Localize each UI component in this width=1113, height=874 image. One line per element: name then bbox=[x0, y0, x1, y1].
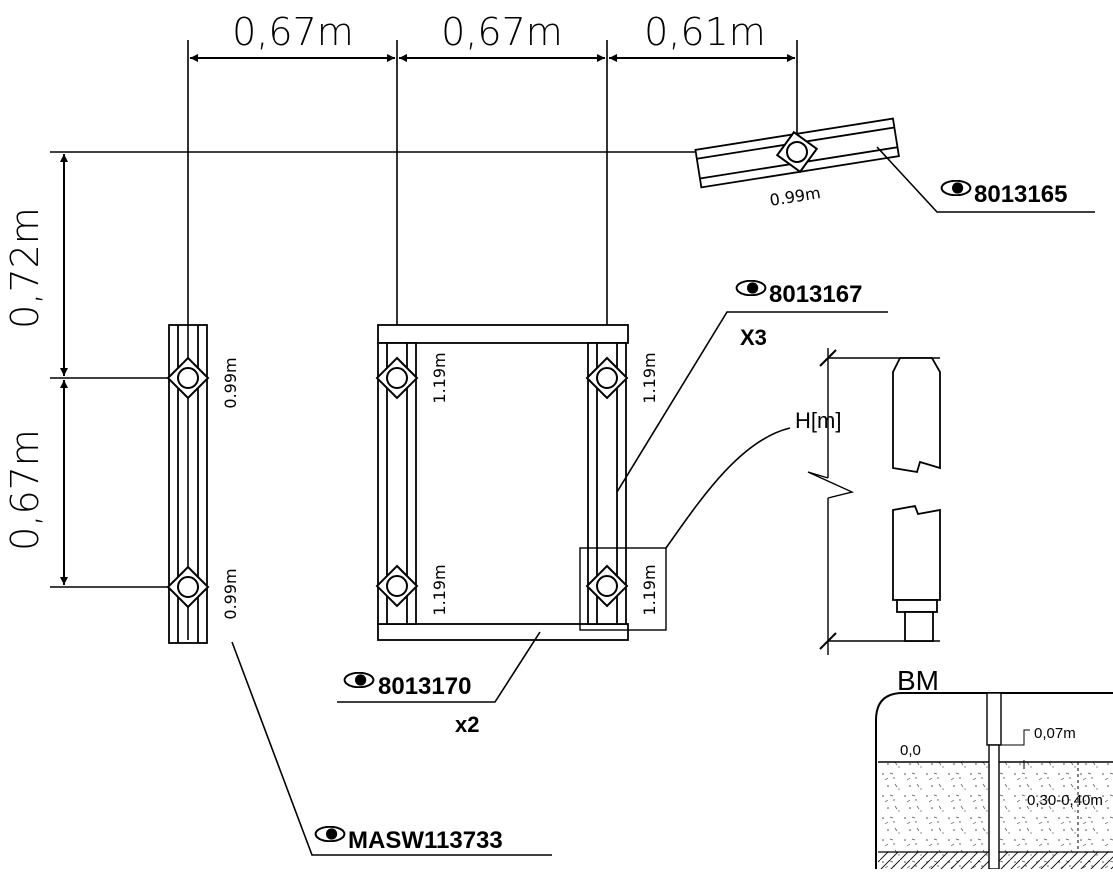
part-ref-left: MASW113733 bbox=[348, 827, 503, 854]
dimension-top-3: 0,61m bbox=[644, 10, 766, 54]
bm-level: 0,0 bbox=[900, 742, 921, 759]
dimension-left-1: 0,72m bbox=[3, 207, 47, 329]
height-label: H[m] bbox=[795, 408, 841, 433]
dimension-top-1: 0,67m bbox=[232, 10, 354, 54]
middle-posts bbox=[375, 356, 629, 608]
part-ref-bottom: 8013170 bbox=[378, 673, 471, 700]
bm-title: BM bbox=[897, 665, 939, 696]
dimension-top-2: 0,67m bbox=[441, 10, 563, 54]
post-label-left-top: 0.99m bbox=[221, 357, 240, 408]
part-qty-bottom: x2 bbox=[455, 712, 479, 737]
top-rail bbox=[694, 117, 900, 189]
top-dimensions bbox=[187, 40, 798, 640]
bm-offset: 0,07m bbox=[1034, 725, 1076, 742]
leader-lines bbox=[231, 146, 1095, 856]
left-post-top bbox=[166, 356, 210, 400]
left-dimensions bbox=[50, 151, 790, 588]
left-post-bottom bbox=[166, 565, 210, 609]
part-ref-rail: 8013165 bbox=[974, 181, 1067, 208]
eye-icon bbox=[735, 280, 767, 296]
bm-depth: 0,30-0,40m bbox=[1027, 792, 1103, 809]
dimension-left-2: 0,67m bbox=[3, 429, 47, 551]
post-label-mid-br: 1.19m bbox=[640, 564, 659, 615]
bm-detail bbox=[875, 692, 1113, 870]
post-label-rail: 0.99m bbox=[768, 183, 822, 210]
post-height-detail bbox=[807, 348, 941, 655]
eye-icon bbox=[343, 672, 375, 688]
part-qty-side: X3 bbox=[740, 325, 767, 350]
post-label-mid-tl: 1.19m bbox=[430, 352, 449, 403]
post-label-mid-bl: 1.19m bbox=[430, 564, 449, 615]
part-ref-side: 8013167 bbox=[769, 281, 862, 308]
post-label-left-bottom: 0.99m bbox=[221, 568, 240, 619]
eye-icon bbox=[940, 180, 972, 196]
eye-icon bbox=[314, 826, 346, 842]
post-label-mid-tr: 1.19m bbox=[640, 352, 659, 403]
